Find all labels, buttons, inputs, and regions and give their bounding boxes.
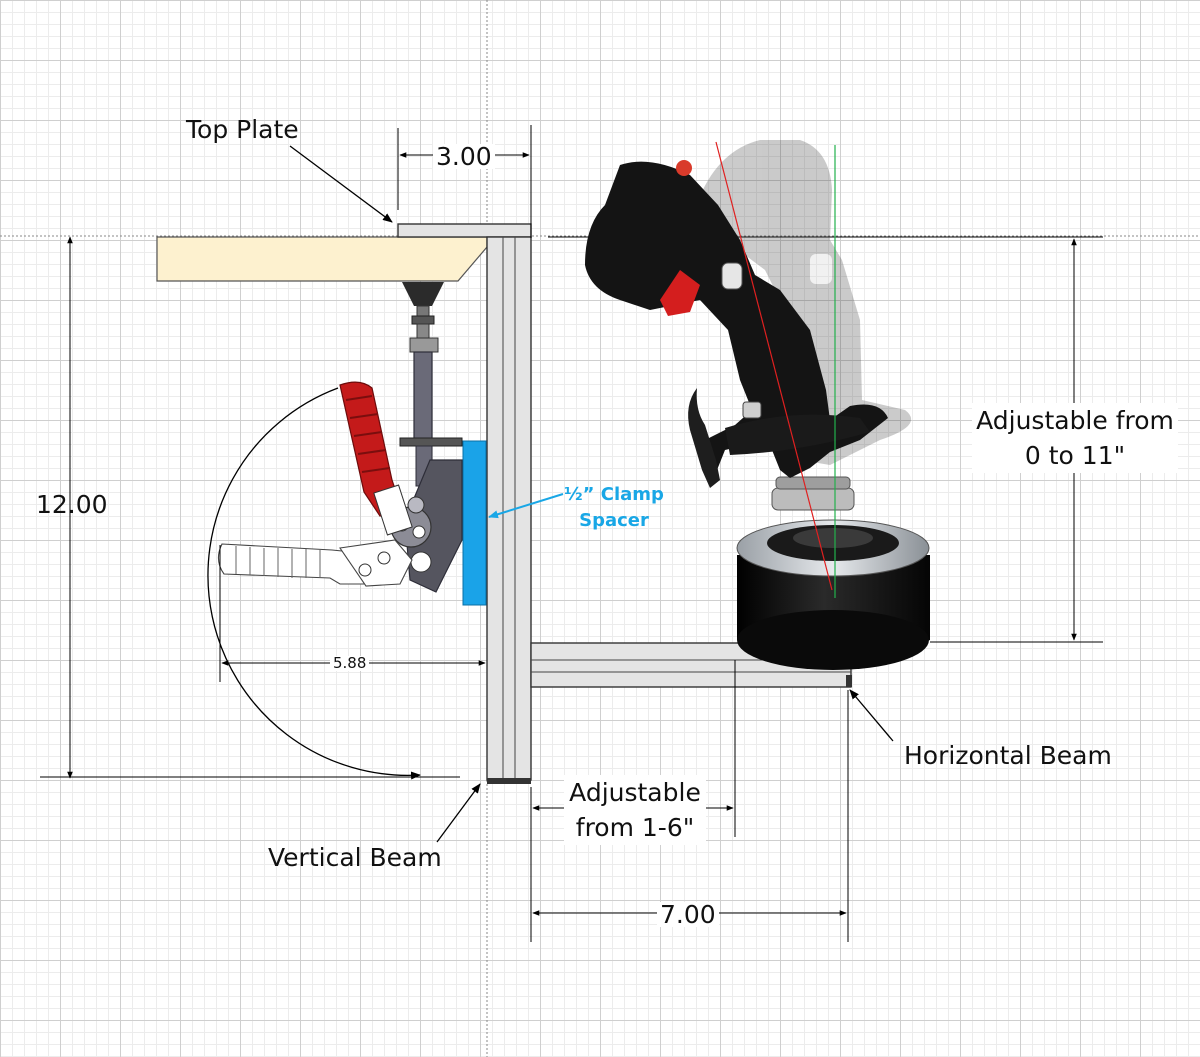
clamp-spacer-label-line-2: Spacer bbox=[579, 510, 649, 532]
desk-top bbox=[156, 236, 488, 282]
vertical-beam-label: Vertical Beam bbox=[268, 843, 442, 872]
clamp-spacer bbox=[462, 440, 487, 606]
horizontal-beam-leader bbox=[849, 689, 894, 742]
dimension-height bbox=[40, 236, 460, 779]
clamp-spacer-label-line-1: ½” Clamp bbox=[564, 484, 664, 505]
adjustable-height-line-2: 0 to 11" bbox=[1024, 441, 1126, 470]
dimension-top-plate-value: 3.00 bbox=[433, 144, 495, 169]
top-plate-leader bbox=[289, 145, 393, 223]
joystick-ghost bbox=[700, 140, 912, 465]
top-plate-label: Top Plate bbox=[186, 115, 299, 144]
dimension-handle-swing-value: 5.88 bbox=[330, 656, 370, 671]
dimension-horizontal-length-value: 7.00 bbox=[657, 902, 719, 927]
tilt-axis-line bbox=[715, 141, 833, 591]
adjustable-height-label: Adjustable from 0 to 11" bbox=[972, 403, 1178, 473]
adjustable-height-line-1: Adjustable from bbox=[976, 406, 1174, 435]
handle-swing-arc bbox=[207, 387, 421, 780]
dimension-height-value: 12.00 bbox=[36, 490, 108, 519]
horizontal-beam-label: Horizontal Beam bbox=[904, 741, 1112, 770]
joystick-base bbox=[736, 476, 930, 670]
clamp-spacer-leader bbox=[488, 493, 564, 519]
adjustable-offset-line-2: from 1-6" bbox=[575, 813, 695, 842]
adjustable-offset-line-1: Adjustable bbox=[569, 778, 701, 807]
top-plate bbox=[397, 223, 532, 238]
joystick-grip bbox=[585, 160, 888, 488]
vertical-beam-leader bbox=[436, 783, 481, 843]
toggle-clamp bbox=[217, 282, 463, 593]
clamp-spacer-label: ½” Clamp Spacer bbox=[564, 482, 664, 534]
adjustable-offset-label: Adjustable from 1-6" bbox=[564, 775, 706, 845]
